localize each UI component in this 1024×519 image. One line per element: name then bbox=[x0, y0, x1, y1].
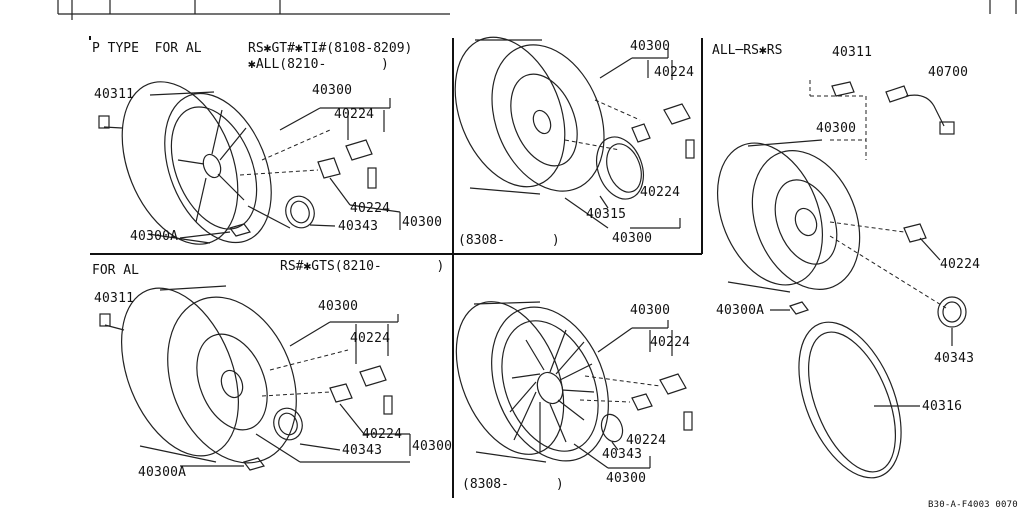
part-label: 40315 bbox=[586, 207, 627, 222]
part-label: 40300A bbox=[130, 229, 179, 244]
panel-tm-footnote: (8308- ) bbox=[458, 233, 560, 248]
part-label: 40300 bbox=[816, 121, 857, 136]
part-label: 40300 bbox=[630, 39, 671, 54]
part-label: 40224 bbox=[362, 427, 403, 442]
part-label: 40224 bbox=[626, 433, 667, 448]
wheel-steel-plain bbox=[120, 285, 297, 464]
wheel-steel-slotted bbox=[454, 36, 605, 195]
part-label: 40343 bbox=[342, 443, 383, 458]
wheel-alloy-5spoke bbox=[121, 81, 272, 245]
part-label: 40700 bbox=[928, 65, 969, 80]
panel-bl-header-right: RS#✱GTS(8210- ) bbox=[280, 259, 445, 274]
part-label: 40224 bbox=[654, 65, 695, 80]
part-label: 40224 bbox=[350, 331, 391, 346]
part-label: 40300A bbox=[138, 465, 187, 480]
part-label: 40343 bbox=[934, 351, 975, 366]
part-label: 40343 bbox=[338, 219, 379, 234]
part-label: 40316 bbox=[922, 399, 963, 414]
part-label: 40224 bbox=[650, 335, 691, 350]
part-label: 40224 bbox=[940, 257, 981, 272]
part-label: 40300 bbox=[606, 471, 647, 486]
panel-tl-header-right2: ✱ALL(8210- ) bbox=[248, 57, 389, 72]
part-label: 40300 bbox=[612, 231, 653, 246]
part-label: 40311 bbox=[94, 87, 135, 102]
part-label: 40300 bbox=[312, 83, 353, 98]
part-label: 40311 bbox=[94, 291, 135, 306]
panel-bl-header-left: FOR AL bbox=[92, 263, 139, 278]
part-label: 40300 bbox=[318, 299, 359, 314]
panel-tl-header-right: RS✱GT#✱TI#(8108-8209) bbox=[248, 41, 413, 56]
part-label: 40311 bbox=[832, 45, 873, 60]
part-label: 40300 bbox=[412, 439, 453, 454]
part-label: 40224 bbox=[334, 107, 375, 122]
part-label: 40300 bbox=[630, 303, 671, 318]
wheel-steel-spare bbox=[716, 139, 861, 293]
part-label: 40224 bbox=[350, 201, 391, 216]
part-label: 40300 bbox=[402, 215, 443, 230]
panel-r-header: ALL─RS✱RS bbox=[712, 43, 783, 58]
diagram-code: B30-A-F4003 0070 bbox=[928, 500, 1018, 510]
part-label: 40343 bbox=[602, 447, 643, 462]
part-label: 40300A bbox=[716, 303, 765, 318]
part-label: 40224 bbox=[640, 185, 681, 200]
panel-bm-footnote: (8308- ) bbox=[462, 477, 564, 492]
wheel-alloy-turbine bbox=[455, 301, 609, 463]
panel-tl-header-left: P TYPE FOR AL bbox=[92, 41, 202, 56]
